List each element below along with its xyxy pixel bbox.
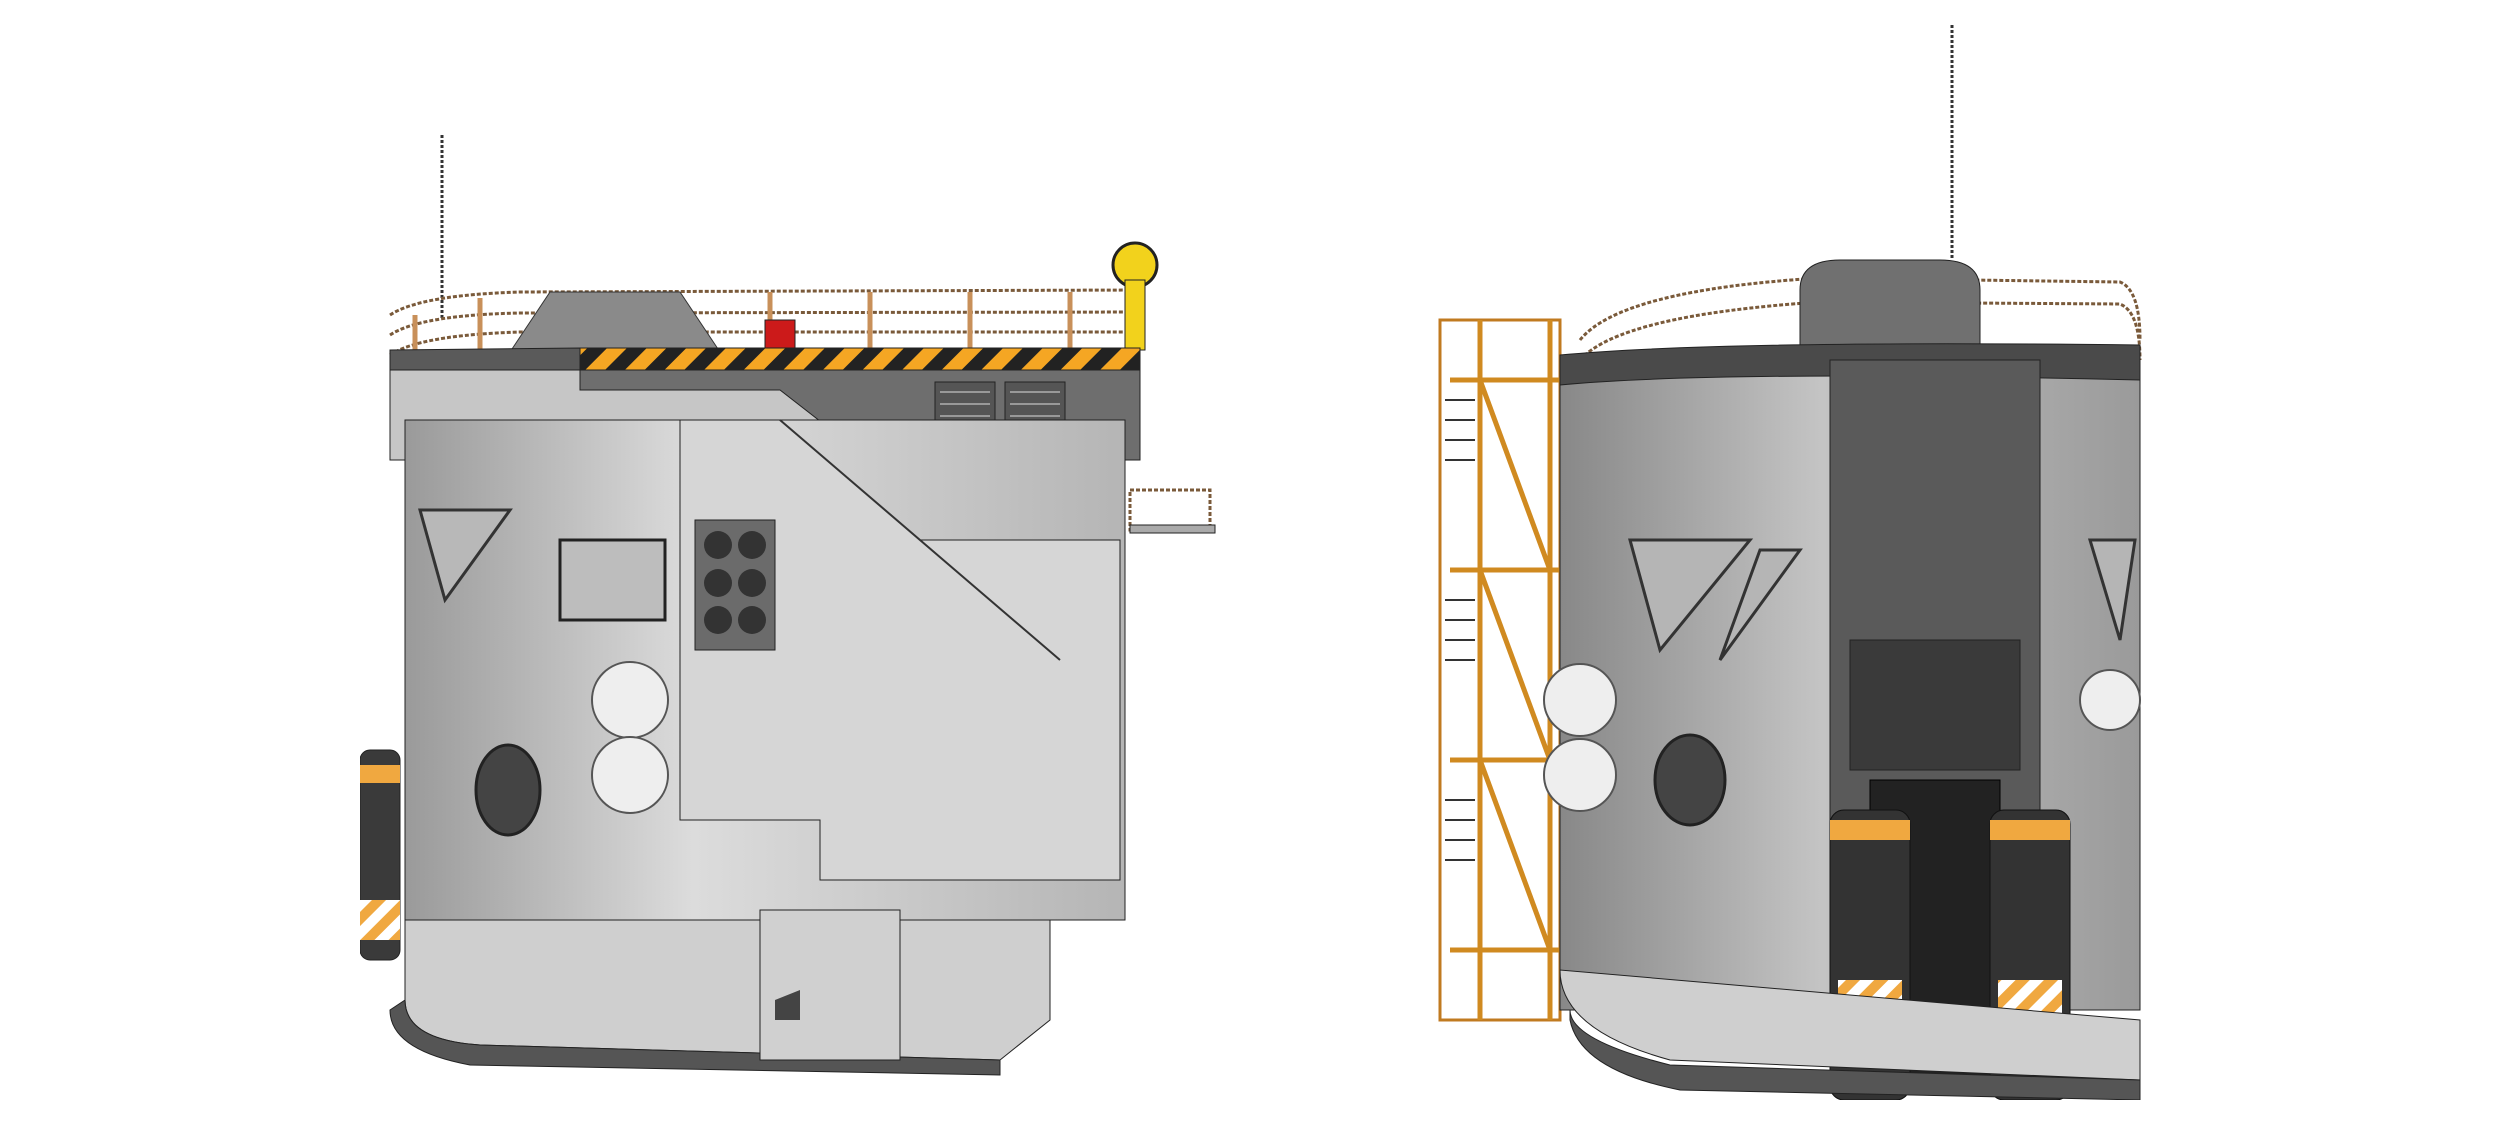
geodesic-sphere (1543, 663, 2141, 812)
round-hatch (474, 743, 542, 837)
side-fuel-tank (360, 749, 401, 961)
geodesic-sphere (591, 661, 669, 814)
tower-angled-view (1420, 20, 2180, 1100)
tower-side-view (360, 120, 1260, 1080)
exterior-staircase (1438, 318, 1562, 1022)
round-hatch (1653, 733, 1727, 827)
launcher-pod (694, 519, 776, 651)
hazard-stripe-band (579, 347, 1141, 371)
red-equipment-box (764, 319, 796, 351)
signal-dish-icon (1111, 241, 1159, 351)
